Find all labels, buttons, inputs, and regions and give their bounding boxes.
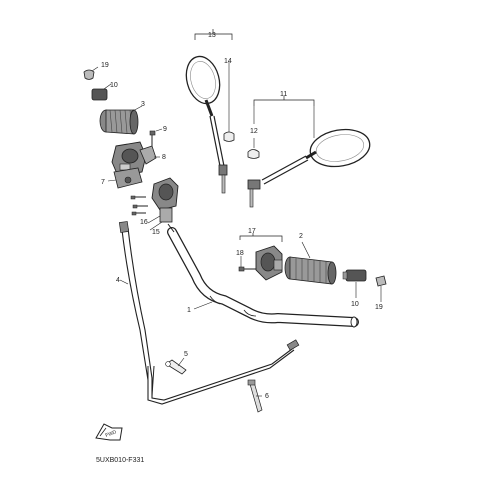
left-clamp-part xyxy=(151,177,179,223)
throttle-cables xyxy=(118,221,300,405)
callout-14: 14 xyxy=(224,58,232,65)
handlebar xyxy=(167,223,359,328)
callout-3: 3 xyxy=(141,101,145,108)
cable-holder xyxy=(165,357,187,375)
clutch-lever-screws xyxy=(130,195,148,216)
left-handlebar-grip xyxy=(99,109,139,135)
left-mirror-assembly xyxy=(185,29,235,194)
fwd-arrow: FWD xyxy=(95,423,123,441)
left-mirror-head xyxy=(185,55,221,105)
callout-16: 16 xyxy=(140,219,148,226)
left-handlebar-switch xyxy=(111,141,157,177)
throttle-grip xyxy=(284,256,337,285)
callout-8: 8 xyxy=(162,154,166,161)
left-switch-lower-half xyxy=(113,167,143,189)
left-mirror-cap xyxy=(223,131,235,142)
right-switch-screw xyxy=(238,266,256,272)
callout-15: 15 xyxy=(152,229,160,236)
callout-9: 9 xyxy=(163,126,167,133)
fwd-label: FWD xyxy=(105,429,118,439)
right-grip-assembly xyxy=(238,233,387,302)
figure-code: 5UXB010-F331 xyxy=(96,457,144,464)
left-grip-assembly xyxy=(83,66,179,231)
right-mirror-bolt xyxy=(249,188,254,208)
cable-band xyxy=(247,379,263,413)
callout-10-left: 10 xyxy=(110,82,118,89)
left-mirror-stem xyxy=(209,115,221,167)
right-mirror-nut xyxy=(247,179,261,190)
left-mirror-glass xyxy=(190,61,216,99)
callout-17: 17 xyxy=(248,228,256,235)
right-mirror-head xyxy=(309,128,371,168)
callout-1: 1 xyxy=(187,307,191,314)
right-mirror-glass xyxy=(315,134,365,162)
left-switch-screw xyxy=(149,130,156,148)
left-bar-end-cap xyxy=(83,69,95,80)
callout-5: 5 xyxy=(184,351,188,358)
callout-19-right: 19 xyxy=(375,304,383,311)
callout-19-left: 19 xyxy=(101,62,109,69)
left-mirror-nut xyxy=(218,164,228,176)
callout-18: 18 xyxy=(236,250,244,257)
right-bar-end-weight xyxy=(342,269,367,282)
callout-11: 11 xyxy=(280,91,287,98)
right-mirror-assembly xyxy=(247,96,371,208)
callout-6: 6 xyxy=(265,393,269,400)
left-mirror-neck xyxy=(204,99,214,117)
right-bar-end-cap xyxy=(375,275,387,287)
callout-12: 12 xyxy=(250,128,258,135)
right-mirror-neck xyxy=(305,150,317,160)
left-mirror-bolt xyxy=(221,174,226,194)
callout-10-right: 10 xyxy=(351,301,359,308)
callout-7: 7 xyxy=(101,179,105,186)
right-mirror-stem xyxy=(261,155,307,181)
callout-13: 13 xyxy=(208,32,216,39)
left-bar-end-weight xyxy=(91,88,108,101)
right-handlebar-switch xyxy=(255,245,283,281)
callout-2: 2 xyxy=(299,233,303,240)
right-mirror-cap xyxy=(247,149,260,159)
callout-4: 4 xyxy=(116,277,120,284)
